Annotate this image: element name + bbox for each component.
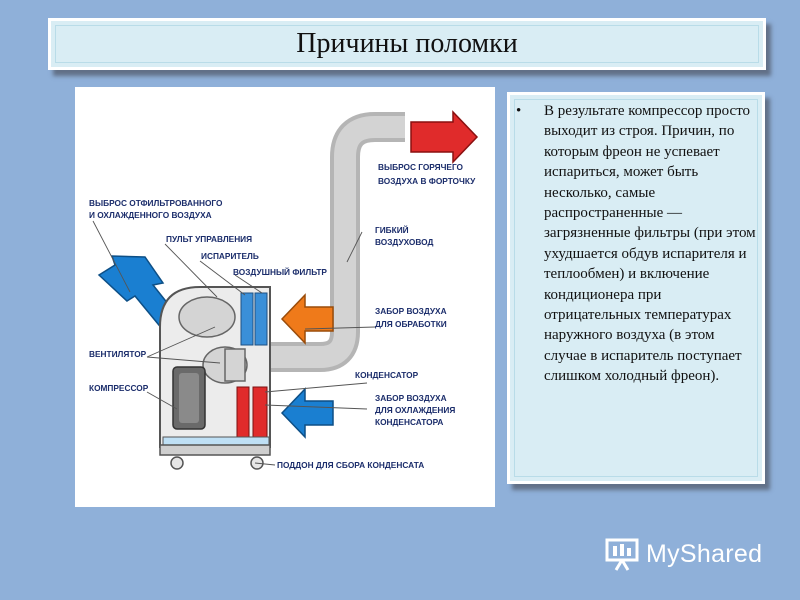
hot-air-arrow bbox=[410, 110, 479, 164]
air-conditioner-diagram: ВЫБРОС ГОРЯЧЕГО ВОЗДУХА В ФОРТОЧКУ ВЫБРО… bbox=[75, 87, 495, 507]
condensate-tray bbox=[162, 436, 270, 446]
air-intake-arrow bbox=[280, 293, 334, 345]
title-box: Причины поломки bbox=[48, 18, 766, 70]
label-cond-intake-2: ДЛЯ ОХЛАЖДЕНИЯ bbox=[375, 405, 455, 415]
label-hot-air-out-1: ВЫБРОС ГОРЯЧЕГО bbox=[378, 162, 464, 172]
label-control-panel: ПУЛЬТ УПРАВЛЕНИЯ bbox=[166, 234, 252, 244]
label-air-intake-2: ДЛЯ ОБРАБОТКИ bbox=[375, 319, 447, 329]
label-compressor: КОМПРЕССОР bbox=[89, 383, 149, 393]
presentation-screen-icon bbox=[605, 538, 639, 571]
condenser-intake-arrow bbox=[280, 387, 334, 439]
fan-housing bbox=[178, 296, 236, 338]
diagram-svg: ВЫБРОС ГОРЯЧЕГО ВОЗДУХА В ФОРТОЧКУ ВЫБРО… bbox=[89, 110, 479, 470]
label-cool-air-out-1: ВЫБРОС ОТФИЛЬТРОВАННОГО bbox=[89, 198, 223, 208]
label-air-intake-1: ЗАБОР ВОЗДУХА bbox=[375, 306, 447, 316]
label-flex-duct-1: ГИБКИЙ bbox=[375, 224, 409, 235]
label-cond-intake-3: КОНДЕНСАТОРА bbox=[375, 417, 443, 427]
slide-title: Причины поломки bbox=[296, 28, 518, 59]
text-panel: • В результате компрессор просто выходит… bbox=[507, 92, 765, 484]
label-tray: ПОДДОН ДЛЯ СБОРА КОНДЕНСАТА bbox=[277, 460, 424, 470]
evaporator bbox=[240, 292, 254, 346]
label-condenser: КОНДЕНСАТОР bbox=[355, 370, 419, 380]
wheel-left bbox=[170, 456, 184, 470]
label-air-filter: ВОЗДУШНЫЙ ФИЛЬТР bbox=[233, 266, 327, 277]
label-hot-air-out-2: ВОЗДУХА В ФОРТОЧКУ bbox=[378, 176, 476, 186]
bullet-marker: • bbox=[516, 103, 522, 119]
label-evaporator: ИСПАРИТЕЛЬ bbox=[201, 251, 259, 261]
body-text: В результате компрессор просто выходит и… bbox=[544, 103, 756, 385]
logo-text: MyShared bbox=[646, 540, 763, 568]
label-flex-duct-2: ВОЗДУХОВОД bbox=[375, 237, 434, 247]
label-cond-intake-1: ЗАБОР ВОЗДУХА bbox=[375, 393, 447, 403]
leader-lines bbox=[92, 220, 376, 466]
label-cool-air-out-2: И ОХЛАЖДЕННОГО ВОЗДУХА bbox=[89, 210, 212, 220]
myshared-logo[interactable]: MyShared bbox=[604, 537, 774, 573]
condenser bbox=[236, 386, 250, 438]
label-fan: ВЕНТИЛЯТОР bbox=[89, 349, 147, 359]
